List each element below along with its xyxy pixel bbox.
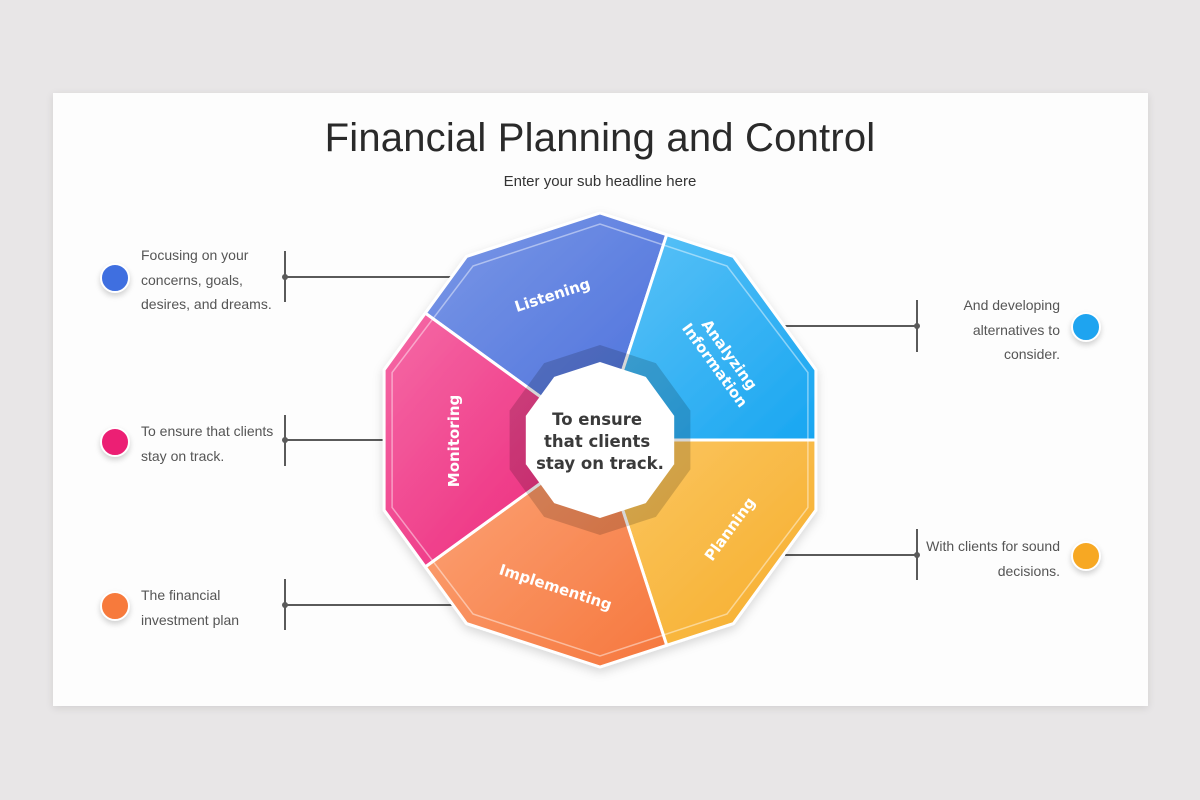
segment-label-monitoring: Monitoring [445, 395, 463, 487]
analyzing-indicator-dot [1071, 312, 1101, 342]
page-title: Financial Planning and Control [324, 116, 876, 160]
segment-monitoring[interactable] [382, 311, 602, 569]
note-line: desires, and dreams. [141, 296, 272, 312]
implementing-indicator-dot [100, 591, 130, 621]
note-line: consider. [1003, 346, 1060, 362]
note-line: investment plan [141, 611, 240, 628]
note-line: With clients for sound [926, 538, 1060, 554]
note-analyzing: And developing alternatives to consider. [963, 293, 1060, 367]
listening-indicator-dot [100, 263, 130, 293]
center-text: To ensure that clients stay on track. [536, 410, 664, 473]
center-hub [525, 362, 675, 518]
note-implementing: The financial investment plan [141, 583, 239, 632]
note-line: And developing [963, 297, 1060, 313]
note-planning: With clients for sound decisions. [926, 534, 1060, 583]
monitoring-indicator-dot [100, 427, 130, 457]
note-line: To ensure that clients [141, 423, 274, 439]
page-subtitle: Enter your sub headline here [503, 173, 697, 190]
outer-highlight-outline [391, 223, 809, 657]
note-line: decisions. [997, 562, 1060, 579]
planning-indicator-dot [1071, 541, 1101, 571]
note-monitoring: To ensure that clients stay on track. [141, 419, 273, 468]
note-line: Focusing on your [141, 247, 249, 263]
note-line: stay on track. [141, 447, 225, 464]
note-line: alternatives to [972, 321, 1060, 338]
note-line: concerns, goals, [141, 271, 243, 288]
connector-lines [282, 251, 920, 630]
note-listening: Focusing on your concerns, goals, desire… [141, 243, 272, 317]
note-line: The financial [141, 587, 221, 603]
